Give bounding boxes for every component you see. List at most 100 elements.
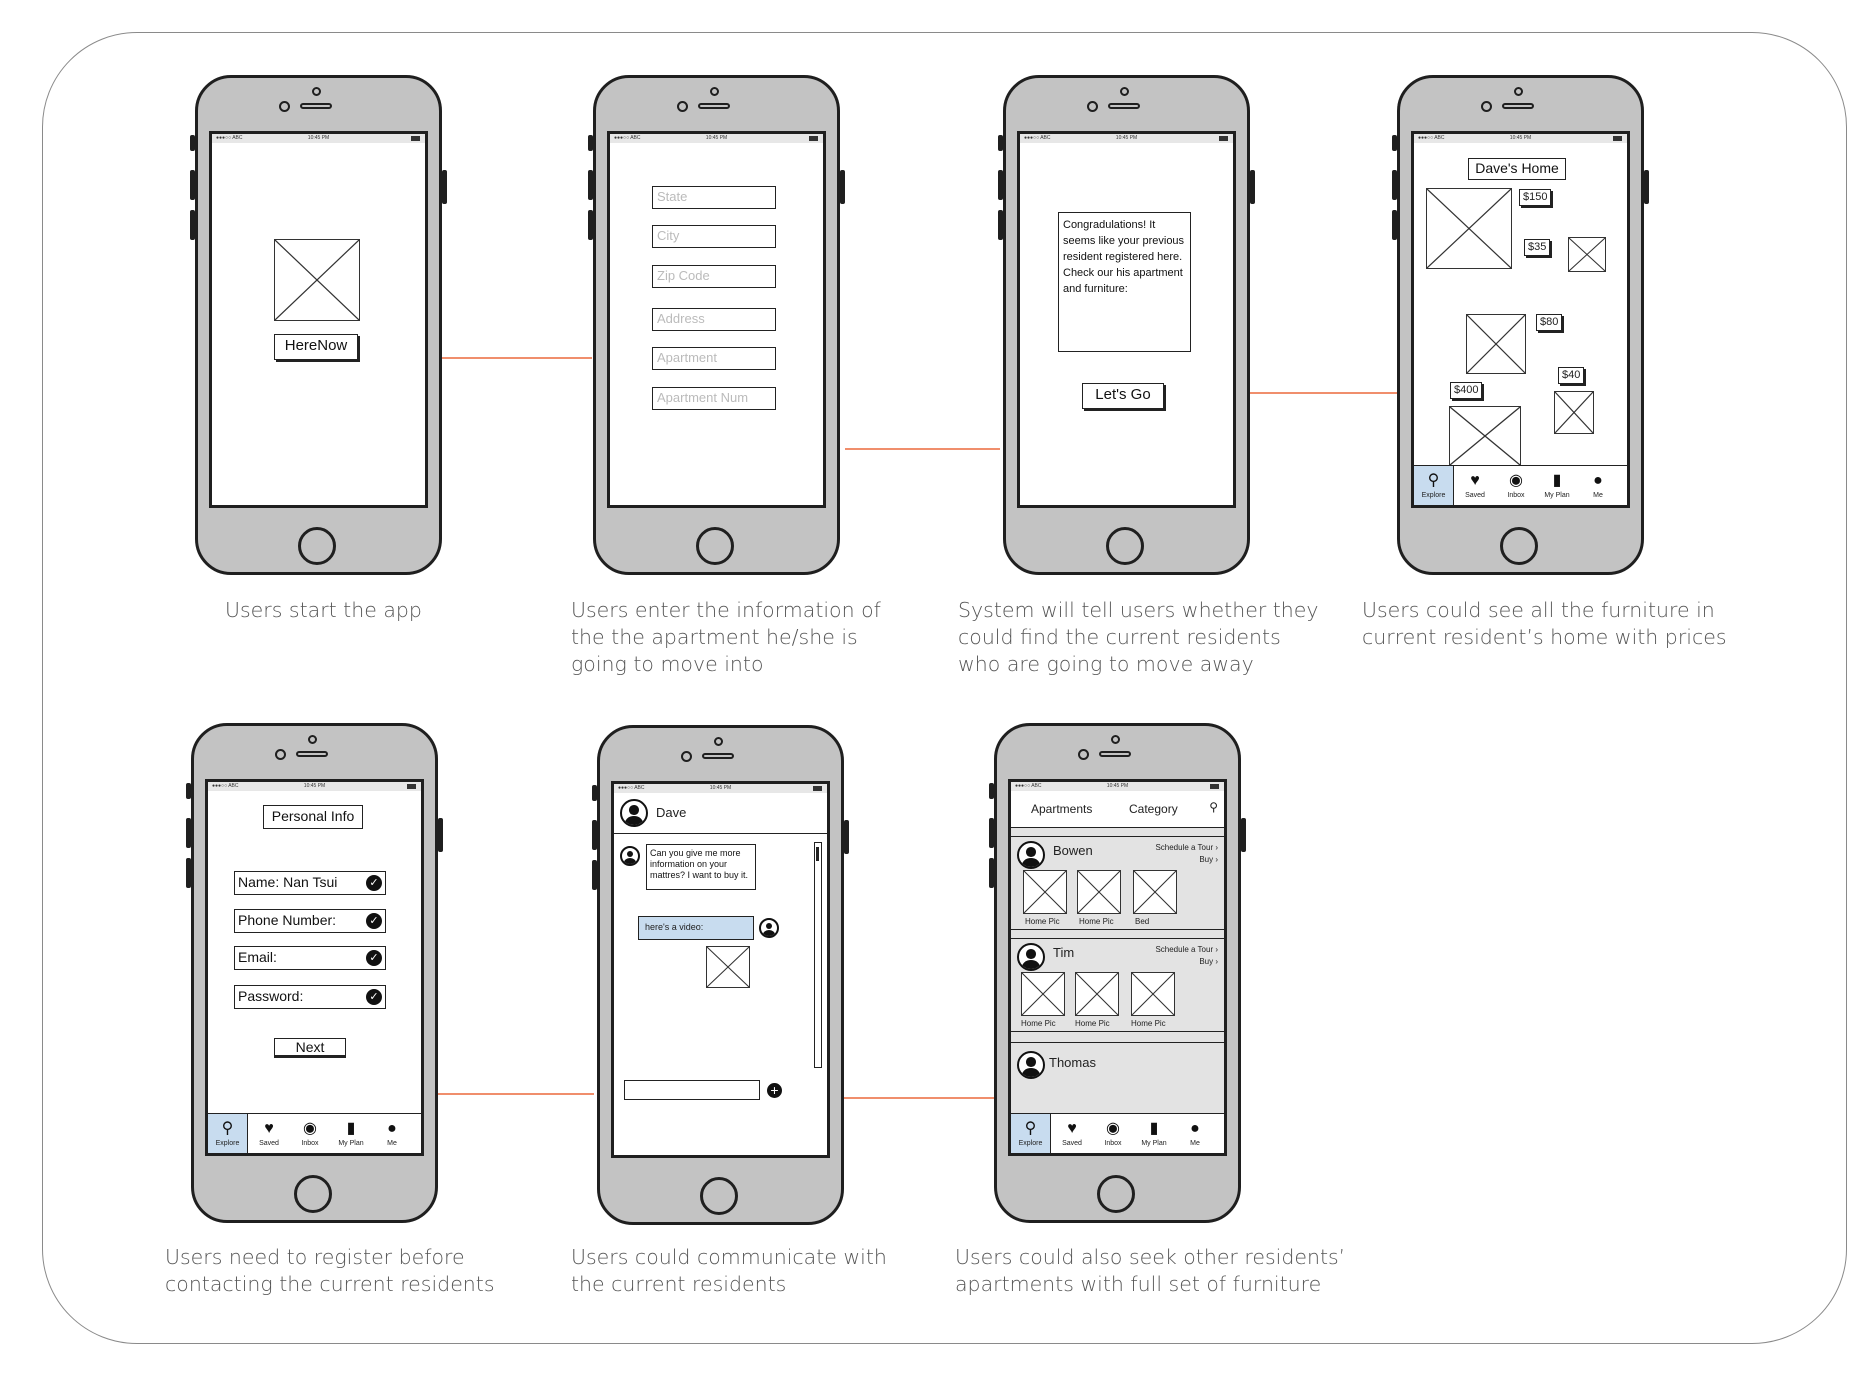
tab-bar: ⚲Explore ♥Saved ◉Inbox ▮My Plan ●Me <box>1414 465 1627 505</box>
furniture-placeholder <box>1554 391 1594 434</box>
caption-browse: Users could also seek other residents’ap… <box>955 1245 1346 1296</box>
apartment-field[interactable]: Apartment <box>652 347 776 370</box>
person-icon: ● <box>1593 472 1603 489</box>
price-tag: $35 <box>1524 239 1551 256</box>
check-icon: ✓ <box>366 913 382 929</box>
home-pic-placeholder[interactable] <box>1075 972 1119 1016</box>
state-field[interactable]: State <box>652 186 776 209</box>
home-pic-placeholder[interactable] <box>1077 870 1121 914</box>
tab-bar: ⚲Explore ♥Saved ◉Inbox ▮My Plan ●Me <box>1011 1113 1224 1153</box>
add-icon[interactable]: + <box>767 1083 782 1098</box>
avatar <box>759 918 779 938</box>
tab-category[interactable]: Category <box>1129 802 1178 816</box>
password-field[interactable]: Password:✓ <box>234 985 386 1009</box>
chart-icon: ▮ <box>1149 1120 1159 1137</box>
address-field[interactable]: Address <box>652 308 776 331</box>
home-button[interactable] <box>1106 527 1144 565</box>
chat-icon: ◉ <box>1106 1120 1120 1137</box>
apartment-num-field[interactable]: Apartment Num <box>652 387 776 410</box>
logo-placeholder <box>274 239 360 321</box>
zip-code-field[interactable]: Zip Code <box>652 265 776 288</box>
home-button[interactable] <box>298 527 336 565</box>
tab-saved[interactable]: ♥Saved <box>1052 1114 1092 1153</box>
tab-inbox[interactable]: ◉Inbox <box>1496 466 1536 505</box>
home-pic-placeholder[interactable] <box>1023 870 1067 914</box>
furniture-placeholder <box>1426 188 1512 269</box>
home-button[interactable] <box>1500 527 1538 565</box>
pic-label: Home Pic <box>1079 917 1114 926</box>
tab-my-plan[interactable]: ▮My Plan <box>1537 466 1577 505</box>
phone-number-field[interactable]: Phone Number:✓ <box>234 909 386 933</box>
tab-apartments[interactable]: Apartments <box>1031 802 1093 816</box>
furniture-placeholder <box>1466 314 1526 374</box>
tab-saved[interactable]: ♥Saved <box>1455 466 1495 505</box>
home-button[interactable] <box>1097 1175 1135 1213</box>
chat-header: Dave <box>614 793 827 834</box>
resident-card[interactable]: Tim Schedule a Tour › Buy › Home Pic Hom… <box>1011 938 1224 1032</box>
chat-icon: ◉ <box>1509 472 1523 489</box>
scrollbar[interactable] <box>814 842 822 1068</box>
heart-icon: ♥ <box>264 1120 274 1137</box>
chart-icon: ▮ <box>346 1120 356 1137</box>
message-input[interactable] <box>624 1080 760 1100</box>
chat-icon: ◉ <box>303 1120 317 1137</box>
city-field[interactable]: City <box>652 225 776 248</box>
tab-my-plan[interactable]: ▮My Plan <box>1134 1114 1174 1153</box>
search-icon: ⚲ <box>1427 472 1440 489</box>
home-button[interactable] <box>696 527 734 565</box>
connector-1-2 <box>360 357 592 359</box>
buy-link[interactable]: Buy › <box>1199 957 1218 966</box>
tab-me[interactable]: ●Me <box>1175 1114 1215 1153</box>
tab-saved[interactable]: ♥Saved <box>249 1114 289 1153</box>
buy-link[interactable]: Buy › <box>1199 855 1218 864</box>
tab-inbox[interactable]: ◉Inbox <box>1093 1114 1133 1153</box>
check-icon: ✓ <box>366 950 382 966</box>
home-button[interactable] <box>294 1175 332 1213</box>
schedule-tour-link[interactable]: Schedule a Tour › <box>1155 945 1218 954</box>
herenow-button[interactable]: HereNow <box>274 334 358 360</box>
connector-3-4 <box>1165 392 1397 394</box>
pic-label: Home Pic <box>1021 1019 1056 1028</box>
home-title: Dave's Home <box>1468 158 1566 180</box>
video-placeholder[interactable] <box>706 946 750 988</box>
avatar <box>620 799 648 827</box>
search-icon: ⚲ <box>221 1120 234 1137</box>
resident-card[interactable]: Bowen Schedule a Tour › Buy › Home Pic H… <box>1011 836 1224 930</box>
bed-pic-placeholder[interactable] <box>1133 870 1177 914</box>
tab-my-plan[interactable]: ▮My Plan <box>331 1114 371 1153</box>
tab-explore[interactable]: ⚲Explore <box>1414 466 1454 505</box>
resident-card[interactable]: Thomas <box>1011 1042 1224 1082</box>
next-button[interactable]: Next <box>274 1038 346 1058</box>
home-pic-placeholder[interactable] <box>1131 972 1175 1016</box>
tab-explore[interactable]: ⚲Explore <box>1011 1114 1051 1153</box>
search-icon[interactable]: ⚲ <box>1209 800 1218 814</box>
pic-label: Bed <box>1135 917 1150 926</box>
tab-explore[interactable]: ⚲Explore <box>208 1114 248 1153</box>
name-field[interactable]: Name: Nan Tsui✓ <box>234 871 386 895</box>
pic-label: Home Pic <box>1075 1019 1110 1028</box>
resident-name: Tim <box>1053 945 1075 960</box>
lets-go-button[interactable]: Let's Go <box>1082 383 1164 409</box>
tab-inbox[interactable]: ◉Inbox <box>290 1114 330 1153</box>
email-field[interactable]: Email:✓ <box>234 946 386 970</box>
tab-me[interactable]: ●Me <box>1578 466 1618 505</box>
home-button[interactable] <box>700 1177 738 1215</box>
tab-me[interactable]: ●Me <box>372 1114 412 1153</box>
home-pic-placeholder[interactable] <box>1021 972 1065 1016</box>
schedule-tour-link[interactable]: Schedule a Tour › <box>1155 843 1218 852</box>
